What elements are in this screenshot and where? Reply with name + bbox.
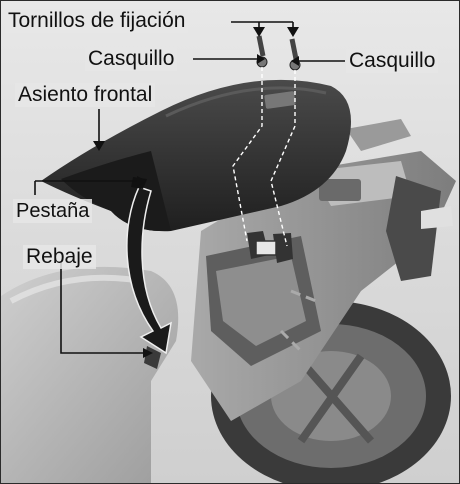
label-front-seat: Asiento frontal: [15, 83, 155, 107]
label-mounting-screws: Tornillos de fijación: [5, 9, 188, 33]
label-recess: Rebaje: [23, 245, 96, 269]
label-bushing-left: Casquillo: [85, 47, 177, 71]
label-bushing-right: Casquillo: [346, 49, 438, 73]
fuel-tank: [1, 267, 178, 483]
label-tab: Pestaña: [13, 199, 92, 223]
